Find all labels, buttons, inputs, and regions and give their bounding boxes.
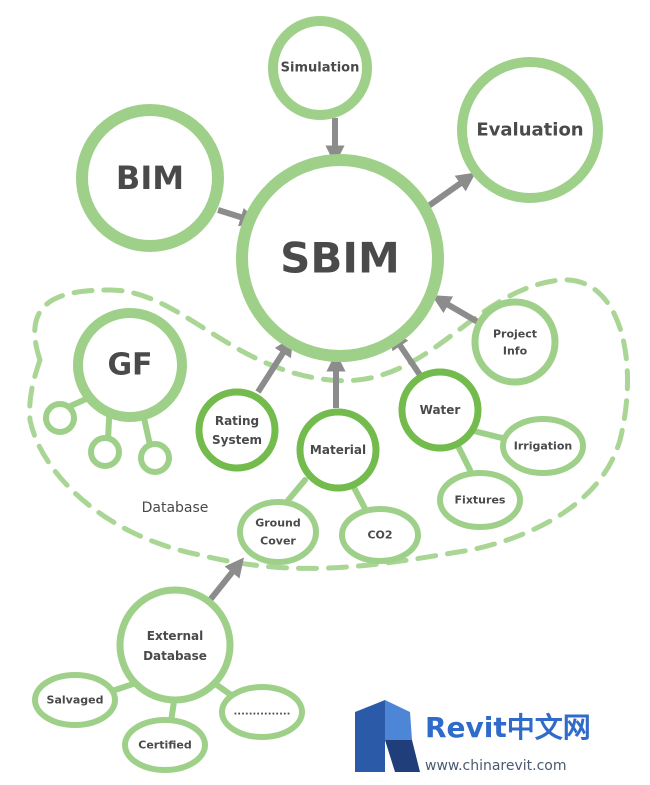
nodes	[32, 16, 603, 773]
label-gf: GF	[107, 348, 152, 383]
label-evaluation: Evaluation	[476, 120, 583, 141]
watermark-brand: Revit中文网	[425, 711, 591, 744]
node-salvaged	[32, 672, 118, 728]
node-small-1	[43, 401, 77, 435]
node-external-database	[116, 586, 234, 704]
arrow-rating-sbim	[255, 336, 294, 394]
watermark: Revit中文网 www.chinarevit.com	[355, 700, 591, 774]
node-fixtures	[437, 470, 523, 530]
label-more: ...............	[234, 707, 291, 718]
node-co2	[339, 506, 421, 564]
node-small-3	[138, 441, 172, 475]
arrow-water-sbim	[389, 330, 423, 377]
label-ground-cover-1: Ground	[255, 517, 301, 530]
label-certified: Certified	[138, 739, 191, 752]
label-database: Database	[142, 500, 209, 516]
node-project-info	[471, 298, 559, 386]
node-irrigation	[500, 416, 586, 476]
node-more	[219, 684, 305, 740]
label-project-info-2: Info	[503, 345, 528, 358]
label-external-2: Database	[143, 649, 207, 663]
label-sbim: SBIM	[280, 234, 400, 283]
label-ground-cover-2: Cover	[260, 535, 296, 548]
label-fixtures: Fixtures	[455, 494, 506, 507]
node-small-2	[88, 435, 122, 469]
node-ground-cover	[237, 499, 319, 565]
arrow-external-ground	[207, 557, 244, 602]
node-water	[398, 368, 482, 452]
node-certified	[122, 717, 208, 773]
label-water: Water	[420, 403, 461, 417]
label-material: Material	[310, 443, 366, 457]
labels: Simulation Evaluation BIM SBIM GF Projec…	[47, 61, 584, 752]
node-gf	[73, 308, 187, 422]
node-rating-system	[195, 388, 279, 472]
label-irrigation: Irrigation	[514, 440, 572, 453]
label-rating-1: Rating	[215, 414, 259, 428]
node-bim	[76, 104, 224, 252]
label-external-1: External	[147, 629, 203, 643]
label-salvaged: Salvaged	[47, 694, 104, 707]
node-material	[296, 408, 380, 492]
arrow-project-sbim	[431, 295, 485, 328]
label-bim: BIM	[116, 159, 184, 197]
node-simulation	[268, 16, 372, 120]
database-boundary	[27, 277, 630, 571]
node-evaluation	[457, 57, 603, 203]
watermark-url: www.chinarevit.com	[425, 758, 567, 774]
label-simulation: Simulation	[281, 61, 360, 76]
node-sbim	[236, 154, 444, 362]
revit-logo-icon	[355, 700, 420, 772]
label-co2: CO2	[367, 529, 392, 542]
label-rating-2: System	[212, 433, 262, 447]
label-project-info-1: Project	[493, 328, 537, 341]
